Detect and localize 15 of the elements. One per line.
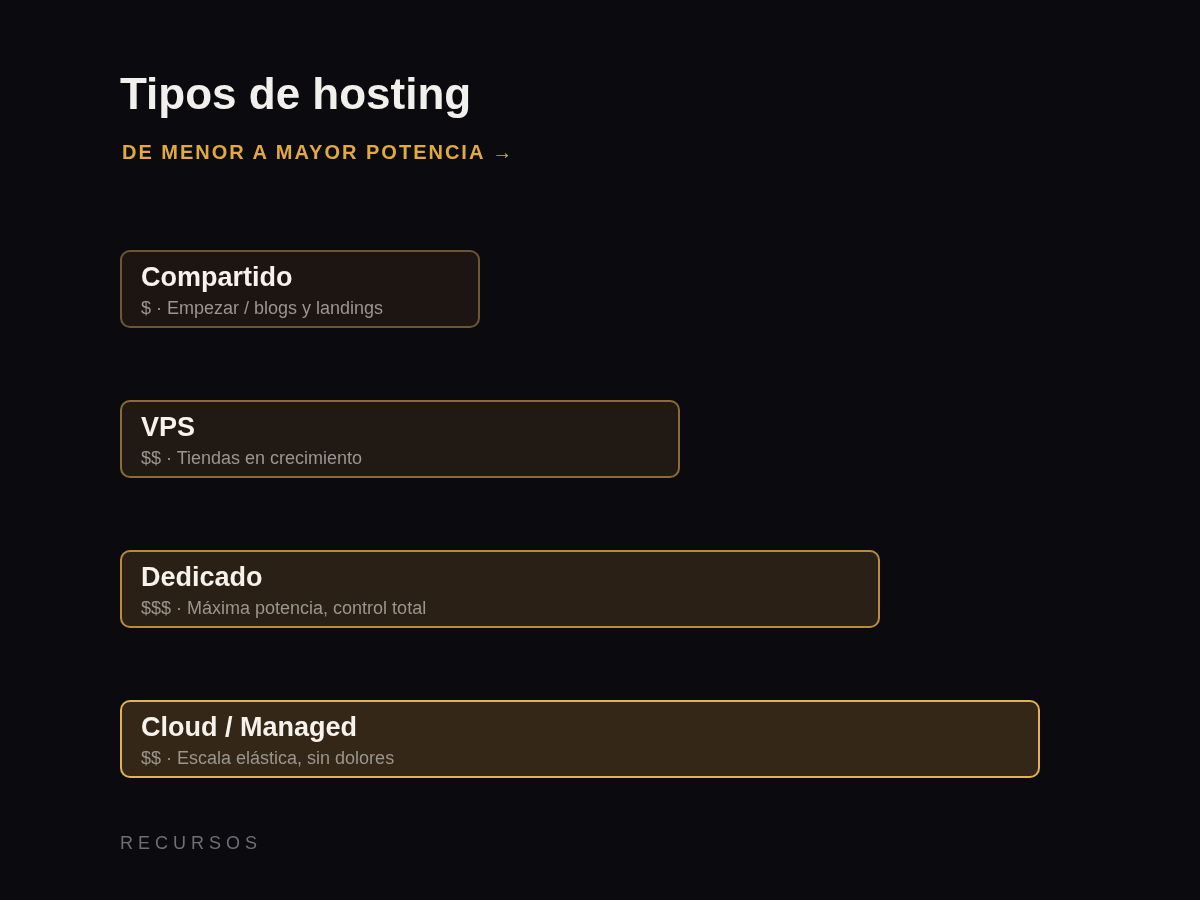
plan-name: Dedicado [141, 561, 263, 593]
plan-name: Compartido [141, 261, 293, 293]
plan-box [120, 700, 1040, 778]
plan-name: Cloud / Managed [141, 711, 357, 743]
page-title: Tipos de hosting [120, 68, 472, 120]
plan-description: $$$ · Máxima potencia, control total [141, 597, 427, 619]
plan-box [120, 550, 880, 628]
plan-description: $$ · Escala elástica, sin dolores [141, 747, 395, 769]
plan-description: $$ · Tiendas en crecimiento [141, 447, 363, 469]
plan-name: VPS [141, 411, 196, 443]
plan-description: $ · Empezar / blogs y landings [141, 297, 384, 319]
footer-text: RECURSOS [120, 832, 262, 854]
plan-box [120, 400, 680, 478]
subtitle: DE MENOR A MAYOR POTENCIA → [122, 140, 515, 164]
plan-box [120, 250, 480, 328]
